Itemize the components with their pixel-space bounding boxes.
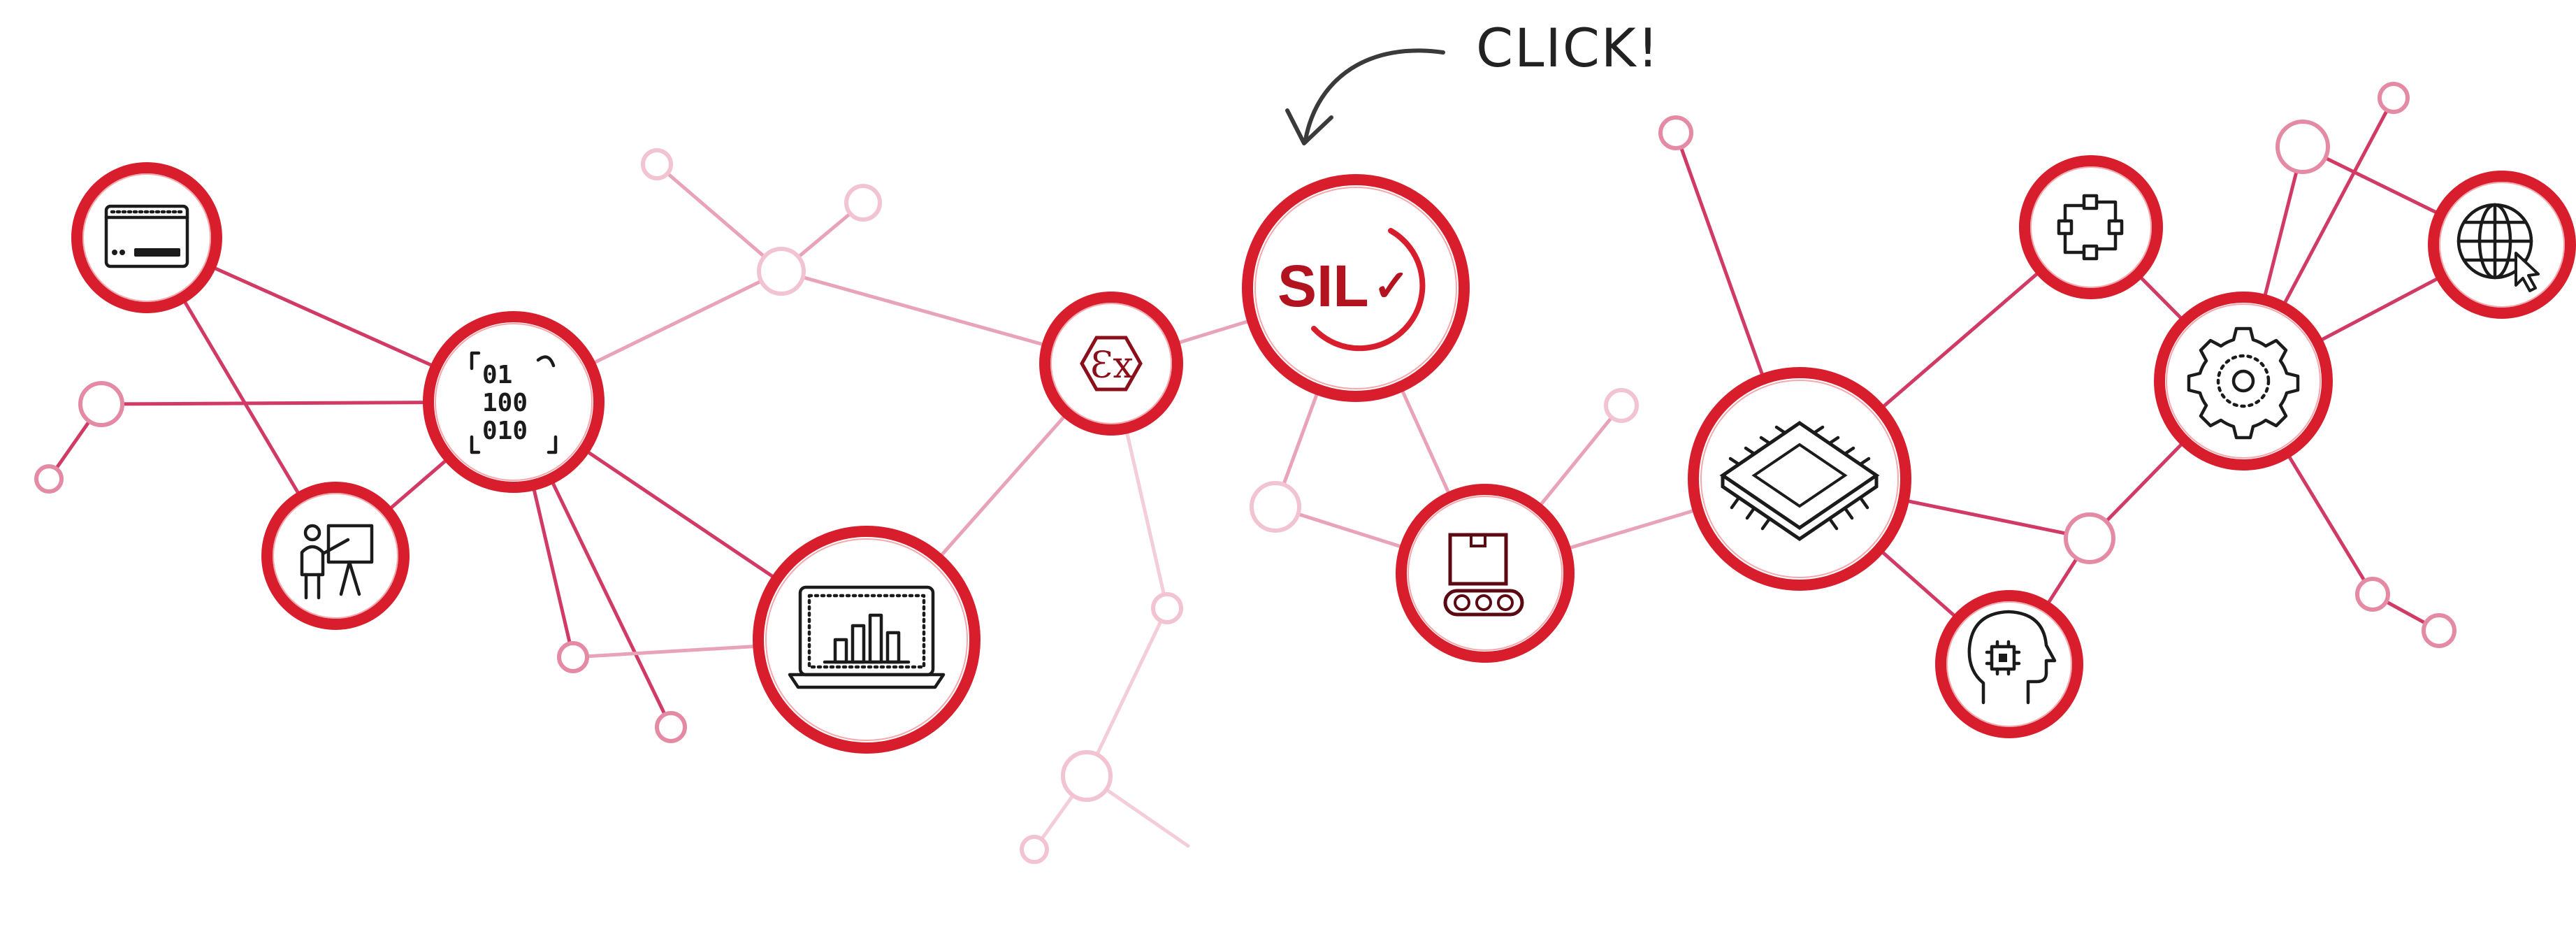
junction-node: [1061, 750, 1113, 802]
junction-nodes: [34, 82, 2456, 864]
junction-node: [844, 184, 882, 222]
junction-node: [757, 247, 806, 296]
node-network-nodes[interactable]: [2019, 155, 2163, 299]
callout-label: CLICK!: [1476, 17, 1660, 79]
sil-check: ✓: [1373, 262, 1410, 310]
node-binary-code[interactable]: 01 100 010: [423, 311, 605, 493]
junction-node: [2422, 613, 2456, 648]
link: [1085, 606, 1169, 778]
junction-node: [34, 464, 64, 494]
junction-node: [2275, 120, 2330, 174]
junction-node: [1151, 592, 1183, 624]
node-conveyor-box[interactable]: [1396, 484, 1575, 663]
node-analytics-laptop[interactable]: [753, 526, 981, 754]
ai-head-icon: [1967, 610, 2057, 705]
binary-code-icon: 01 100 010: [470, 351, 558, 454]
conveyor-box-icon: [1443, 533, 1524, 617]
binary-line-2: 100: [482, 389, 528, 417]
node-presenter[interactable]: [261, 482, 410, 630]
junction-node: [557, 641, 589, 673]
sil-check-icon: SIL ✓: [1278, 228, 1426, 352]
globe-cursor-icon: [2456, 203, 2540, 292]
ex-symbol: Ɛx: [1090, 345, 1134, 387]
arrow-head-icon: [1285, 108, 1333, 145]
analytics-laptop-icon: [788, 585, 946, 689]
junction-node: [2064, 512, 2115, 564]
sil-label: SIL: [1278, 253, 1369, 319]
monitor-panel-icon: [104, 204, 189, 268]
microchip-icon: [1719, 420, 1880, 542]
curved-arrow-icon: [1303, 48, 1445, 142]
click-callout: CLICK!: [1285, 17, 1660, 145]
junction-node: [641, 148, 673, 180]
network-nodes-icon: [2057, 194, 2124, 261]
junction-node: [1250, 481, 1301, 533]
binary-line-1: 01: [482, 361, 512, 389]
node-globe-cursor[interactable]: [2428, 171, 2576, 319]
node-monitor-panel[interactable]: [71, 162, 222, 313]
junction-node: [1658, 115, 1693, 150]
gear-icon: [2187, 326, 2300, 440]
node-explosion-protection[interactable]: Ɛx: [1039, 292, 1183, 436]
junction-node: [78, 381, 124, 427]
binary-line-3: 010: [482, 417, 528, 445]
junction-node: [655, 711, 687, 743]
node-sil[interactable]: SIL ✓: [1242, 174, 1470, 402]
link: [655, 162, 783, 273]
node-microchip[interactable]: [1688, 367, 1911, 591]
node-ai-head[interactable]: [1935, 590, 2083, 738]
explosion-protection-icon: Ɛx: [1080, 336, 1143, 392]
junction-node: [1604, 388, 1639, 423]
presenter-icon: [300, 524, 374, 600]
node-gear[interactable]: [2154, 292, 2333, 471]
junction-node: [2378, 82, 2410, 114]
junction-node: [2355, 577, 2390, 612]
junction-node: [1020, 835, 1049, 864]
